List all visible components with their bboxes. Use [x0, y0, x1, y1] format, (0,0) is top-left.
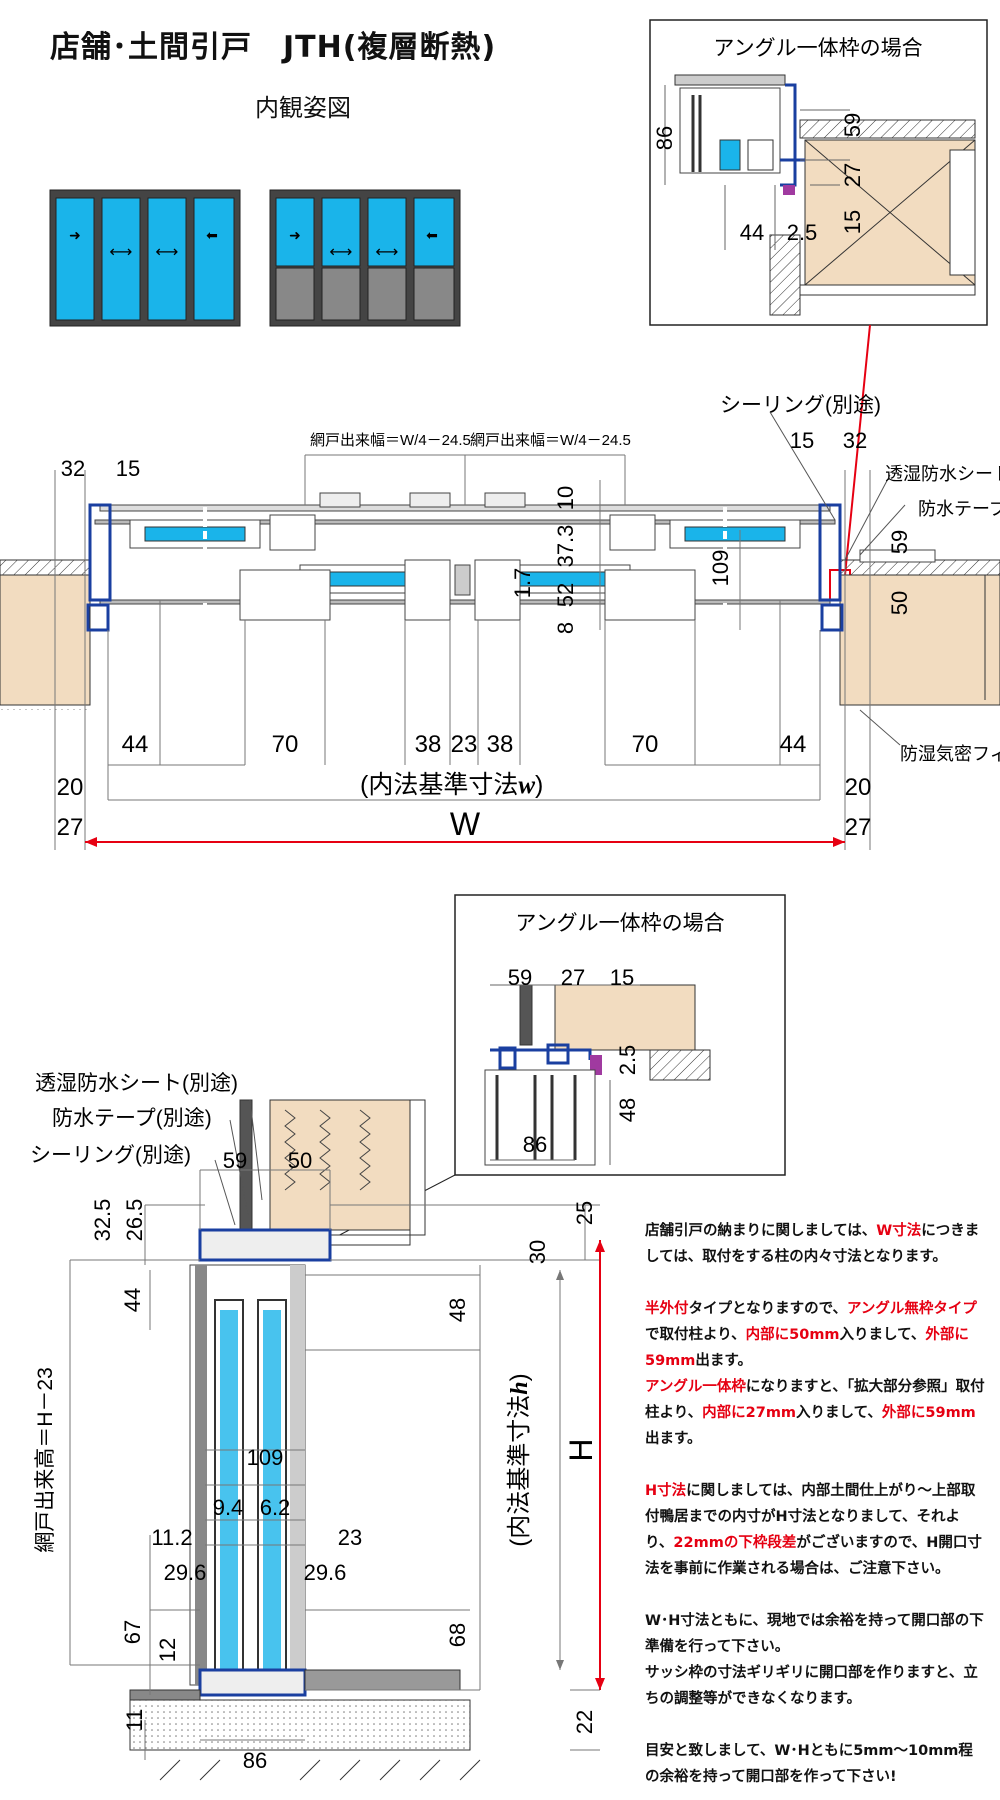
dim-48: 48	[445, 1298, 470, 1322]
dim-32: 32	[843, 428, 867, 453]
dim-32-5: 32.5	[90, 1199, 115, 1242]
note-paragraph: 目安と致しまして、W･Hともに5mm～10mm程の余裕を持って開口部を作って下さ…	[645, 1743, 973, 1785]
dim-26-5: 26.5	[122, 1199, 147, 1242]
plan-inner-std-w-label: (内法基準寸法w)	[360, 771, 543, 799]
top-inset-title: アングル一体枠の場合	[713, 37, 922, 60]
dim-10: 10	[553, 486, 578, 510]
double-arrow-icon: ⟷	[330, 244, 353, 261]
dim-38: 38	[415, 731, 442, 758]
dim-6-2: 6.2	[260, 1495, 291, 1520]
dim-25: 25	[572, 1201, 597, 1225]
plan-screen-width-label: 網戸出来幅＝W/4－24.5	[470, 432, 631, 449]
arrow-right-icon: ➜	[289, 227, 301, 243]
detail-connector-line	[844, 324, 871, 576]
dim-59: 59	[887, 530, 912, 554]
dim-27: 27	[840, 163, 865, 187]
plan-view	[0, 411, 1000, 850]
dim-2-5: 2.5	[615, 1045, 640, 1076]
note-paragraph: W･H寸法ともに、現地では余裕を持って開口部の下準備を行って下さい。	[645, 1613, 984, 1655]
dim-67: 67	[120, 1620, 145, 1644]
dim-15: 15	[610, 965, 634, 990]
dim-11-2: 11.2	[151, 1525, 192, 1550]
arrow-left-icon: ⬅	[426, 227, 438, 243]
dim-38: 38	[487, 731, 514, 758]
section-inner-std-h-label: (内法基準寸法h)	[506, 1373, 533, 1546]
note-paragraph: サッシ枠の寸法ギリギリに開口部を作りますと、立ちの調整等ができなくなります。	[645, 1665, 978, 1707]
double-arrow-icon: ⟷	[110, 244, 133, 261]
section-view	[69, 1099, 605, 1781]
dim-27: 27	[561, 965, 585, 990]
plan-moisture-sheet-callout: 透湿防水シート	[885, 464, 1000, 484]
dim-29-6: 29.6	[164, 1560, 207, 1585]
dim-59: 59	[223, 1148, 247, 1173]
dim-1-7: 1.7	[510, 568, 535, 599]
dim-8: 8	[553, 622, 578, 634]
dim-23: 23	[338, 1525, 362, 1550]
page-title: 店舗･土間引戸 JTH(複層断熱)	[50, 30, 497, 65]
dim-29-6: 29.6	[304, 1560, 347, 1585]
plan-sealing-callout: シーリング(別途)	[720, 394, 881, 417]
dim-109: 109	[247, 1445, 284, 1470]
section-moisture-sheet-callout: 透湿防水シート(別途)	[35, 1072, 238, 1095]
section-inset-title: アングル一体枠の場合	[515, 912, 724, 935]
section-waterproof-tape-callout: 防水テープ(別途)	[52, 1107, 212, 1130]
dim-11: 11	[122, 1709, 147, 1732]
elevation-view-clear: ➜ ⟷ ⟷ ⬅	[49, 189, 241, 327]
double-arrow-icon: ⟷	[376, 244, 399, 261]
dim-32: 32	[61, 456, 85, 481]
elevation-view-half-panel: ➜ ⟷ ⟷ ⬅	[269, 189, 461, 327]
page-subtitle: 内観姿図	[255, 94, 351, 122]
arrow-right-icon: ➜	[69, 227, 81, 243]
dim-48: 48	[615, 1098, 640, 1122]
dim-44: 44	[780, 731, 807, 758]
dim-27: 27	[57, 814, 84, 841]
dim-50: 50	[288, 1148, 312, 1173]
note-paragraph: 半外付タイプとなりますので、アングル無枠タイプで取付柱より、内部に50mm入りま…	[645, 1301, 977, 1369]
plan-airtight-film-callout: 防湿気密フィ	[900, 744, 1000, 764]
dim-44: 44	[122, 731, 149, 758]
note-paragraph: アングル一体枠になりますと、「拡大部分参照」取付柱より、内部に27mm入りまして…	[645, 1379, 985, 1447]
dim-50: 50	[887, 591, 912, 615]
dim-109: 109	[708, 550, 733, 587]
dim-59: 59	[508, 965, 532, 990]
dim-9-4: 9.4	[213, 1495, 244, 1520]
dim-70: 70	[272, 731, 299, 758]
installation-notes: 店舗引戸の納まりに関しましては、W寸法につきましては、取付をする柱の内々寸法とな…	[645, 1218, 985, 1790]
dim-86: 86	[652, 126, 677, 150]
double-arrow-icon: ⟷	[156, 244, 179, 261]
dim-23: 23	[451, 731, 478, 758]
dim-2-5: 2.5	[787, 220, 818, 245]
section-inset-detail: アングル一体枠の場合 59 27 15 2.5 48 86	[454, 894, 786, 1176]
section-screen-height-label: 網戸出来高＝H－23	[34, 1367, 57, 1553]
dim-15: 15	[840, 210, 865, 234]
plan-W-label: W	[450, 806, 481, 842]
dim-12: 12	[155, 1638, 180, 1662]
dim-44: 44	[740, 220, 764, 245]
section-H-label: H	[563, 1438, 599, 1461]
dim-20: 20	[57, 774, 84, 801]
dim-70: 70	[632, 731, 659, 758]
dim-86: 86	[523, 1132, 547, 1157]
dim-27: 27	[845, 814, 872, 841]
note-paragraph: H寸法に関しましては、内部土間仕上がり～上部取付鴨居までの内寸がH寸法となりまし…	[645, 1483, 982, 1577]
top-inset-detail: アングル一体枠の場合 86 59 27 15 44 2.5	[649, 19, 988, 326]
dim-30: 30	[525, 1240, 550, 1264]
dim-15: 15	[790, 428, 814, 453]
dim-68: 68	[445, 1623, 470, 1647]
dim-22: 22	[572, 1710, 597, 1734]
dim-59: 59	[840, 113, 865, 137]
plan-screen-width-label: 網戸出来幅＝W/4－24.5	[310, 432, 471, 449]
plan-waterproof-tape-callout: 防水テープ	[918, 499, 1000, 519]
dim-37-3: 37.3	[553, 525, 578, 568]
note-paragraph: 店舗引戸の納まりに関しましては、W寸法につきましては、取付をする柱の内々寸法とな…	[645, 1223, 980, 1265]
dim-86: 86	[243, 1748, 267, 1773]
section-sealing-callout: シーリング(別途)	[30, 1144, 191, 1167]
dim-15: 15	[116, 456, 140, 481]
dim-52: 52	[553, 583, 578, 607]
dim-44: 44	[120, 1288, 145, 1312]
dim-20: 20	[845, 774, 872, 801]
arrow-left-icon: ⬅	[206, 227, 218, 243]
